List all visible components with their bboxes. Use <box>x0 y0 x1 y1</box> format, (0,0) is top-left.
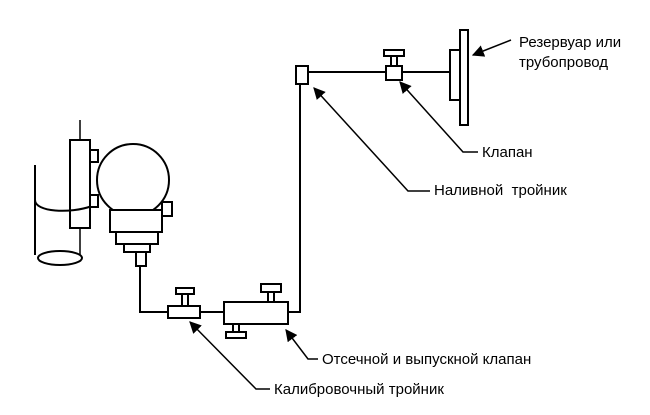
block-valve-top-handle <box>260 283 282 293</box>
arrow-reservoir <box>471 39 512 57</box>
label-calibration-tee: Калибровочный тройник <box>274 381 444 398</box>
tube-transmitter-to-calibration-tee <box>139 266 168 313</box>
stand-base <box>37 250 83 266</box>
electronics-housing <box>96 143 170 217</box>
reservoir-wall <box>459 29 469 126</box>
side-plug <box>161 201 173 217</box>
block-valve-top-stem <box>267 291 275 303</box>
arrow-calibration-tee <box>189 321 270 390</box>
flange-adapter <box>123 243 151 253</box>
calibration-tee-stem <box>181 293 189 307</box>
arrow-valve <box>399 81 478 153</box>
bracket-connector-top <box>89 149 99 163</box>
valve-body <box>385 65 403 81</box>
tubing <box>139 71 450 313</box>
label-reservoir-or-pipeline: Резервуар или трубопровод <box>519 33 621 73</box>
label-reservoir-line2: трубопровод <box>519 54 609 71</box>
label-fill-tee: Наливной тройник <box>434 182 567 199</box>
mounting-bracket <box>69 139 91 229</box>
block-valve-bottom-handle <box>225 331 247 339</box>
process-flange <box>115 231 159 245</box>
block-bleed-valve <box>223 283 289 339</box>
calibration-tee-body <box>167 305 201 319</box>
pressure-transmitter <box>34 120 173 267</box>
leader-arrows <box>189 39 512 390</box>
reservoir-flange <box>449 29 469 126</box>
u-bolt <box>34 199 93 212</box>
label-reservoir-line1: Резервуар или <box>519 34 622 51</box>
block-valve-bottom-stem <box>232 323 240 333</box>
arrow-fill-tee <box>313 87 430 192</box>
reservoir-flange-inner <box>449 49 461 101</box>
fill-tee <box>295 65 309 85</box>
arrow-block-bleed-valve <box>285 329 318 360</box>
label-block-bleed-valve: Отсечной и выпускной клапан <box>322 351 532 368</box>
transmitter-fitting <box>135 251 147 267</box>
sensor-module <box>109 209 163 233</box>
bracket-connector-bottom <box>89 194 99 208</box>
block-valve-body <box>223 301 289 325</box>
valve-handle <box>383 49 405 57</box>
label-valve: Клапан <box>482 144 533 161</box>
tube-block-valve-to-fill-tee <box>288 84 301 313</box>
calibration-tee-handle <box>175 287 195 295</box>
valve-stem <box>390 55 398 67</box>
calibration-tee <box>167 287 201 319</box>
isolation-valve <box>383 49 405 81</box>
fill-tee-body <box>295 65 309 85</box>
